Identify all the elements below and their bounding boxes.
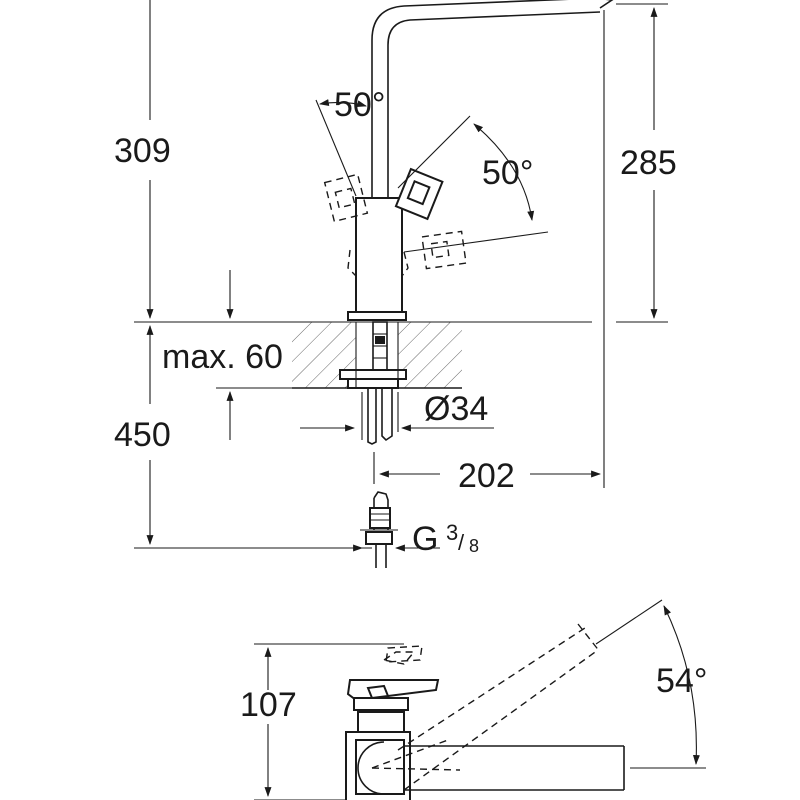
thread-size-g38: G 3 / 8 xyxy=(320,520,479,558)
angle-label-left: 50° xyxy=(334,86,385,124)
dimension-309-label: 309 xyxy=(114,132,171,170)
plan-spout-swivel-dashed xyxy=(371,623,601,791)
hose-connection-fitting xyxy=(360,491,398,568)
plan-lever-handle xyxy=(346,679,440,711)
plan-view: 107 xyxy=(240,599,707,800)
angle-arc-left xyxy=(319,99,367,108)
thread-size-denominator: 8 xyxy=(469,536,479,556)
plan-spout xyxy=(345,731,625,800)
dimension-diameter-34: Ø34 xyxy=(300,390,494,432)
swivel-angle-arc xyxy=(663,605,700,765)
lever-position-down xyxy=(421,230,467,270)
angle-label-right: 50° xyxy=(482,154,533,192)
dimension-309: 309 xyxy=(114,0,171,319)
thread-size-letter: G xyxy=(412,520,438,558)
dimension-450-label: 450 xyxy=(114,416,171,454)
dimension-450: 450 xyxy=(114,325,372,549)
dimension-diameter-34-label: Ø34 xyxy=(424,390,488,428)
mounting-shank xyxy=(339,321,407,445)
dimension-107-label: 107 xyxy=(240,686,297,724)
dimension-107: 107 xyxy=(240,647,297,797)
lever-position-left xyxy=(323,173,369,223)
dimension-202-label: 202 xyxy=(458,457,515,495)
dimension-max-60-label: max. 60 xyxy=(162,338,283,376)
angle-arc-right xyxy=(473,123,535,221)
dimension-max-60: max. 60 xyxy=(162,270,292,440)
side-elevation-view: 309 285 50° 50° max. 60 450 xyxy=(114,0,677,568)
faucet-body xyxy=(347,197,407,321)
dimension-202: 202 xyxy=(373,452,601,495)
dimension-285-label: 285 xyxy=(620,144,677,182)
plan-lever-dashed xyxy=(382,645,423,665)
swivel-angle-label: 54° xyxy=(656,662,707,700)
faucet-spout xyxy=(371,0,614,198)
lever-handle xyxy=(394,167,444,221)
dimension-285: 285 xyxy=(616,3,677,319)
thread-size-slash: / xyxy=(458,530,465,555)
thread-size-numerator: 3 xyxy=(446,520,458,545)
